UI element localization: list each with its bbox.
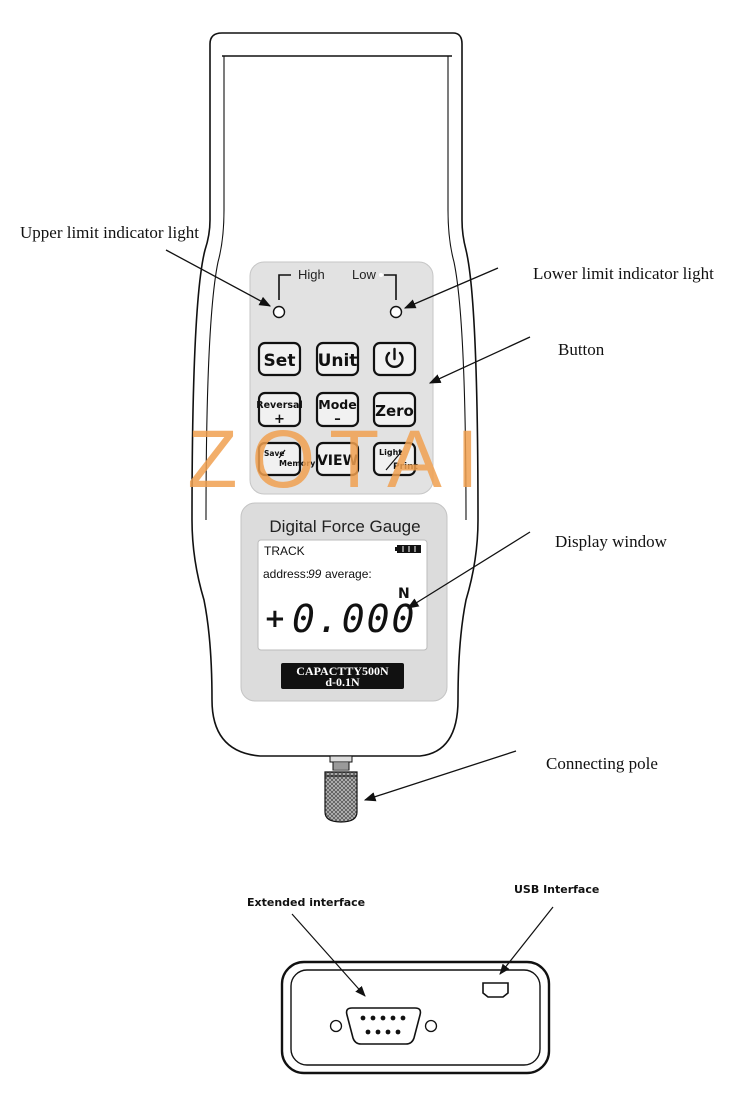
leader-upper-limit [165,249,272,307]
leader-usb-interface [499,906,554,975]
lcd-unit: N [398,586,410,602]
gauge-body: High Low Set Unit Reversal + [191,32,479,757]
callout-button: Button [558,340,605,359]
usb-port-icon [482,982,509,998]
bottom-view: Extended interface USB Interface [247,883,599,1075]
svg-text:Light: Light [379,448,402,457]
svg-text:VIEW: VIEW [317,453,358,469]
low-label-dot [379,273,383,277]
lcd-mode: TRACK [264,544,305,558]
power-icon [385,347,404,368]
svg-text:Set: Set [264,351,296,371]
svg-text:Print: Print [393,462,419,472]
view-button[interactable]: VIEW [315,441,360,477]
zero-button[interactable]: Zero [372,391,417,428]
high-bracket [278,274,291,300]
lcd-screen [257,539,428,651]
lcd-reading: 0.000 [292,597,416,641]
callout-display-window: Display window [555,532,668,551]
light-print-button[interactable]: Light Print [372,441,419,477]
svg-text:Mode: Mode [318,397,356,412]
svg-text:Memory: Memory [279,459,316,468]
svg-text:–: – [334,412,341,427]
leader-display-window [407,531,531,609]
low-label: Low [352,267,376,282]
svg-text:Unit: Unit [318,351,358,371]
upper-limit-light [272,305,286,319]
set-button[interactable]: Set [257,341,302,377]
housing-left-contour [205,56,225,521]
leader-extended-interface [291,913,366,997]
lcd-address-label: address: [263,567,309,581]
power-button[interactable] [372,341,417,377]
lcd-sign: + [264,604,286,634]
svg-text:+: + [274,412,285,427]
battery-icon [395,545,421,553]
capacity-line1: CAPACTTY500N [296,664,389,678]
device-title: Digital Force Gauge [269,517,420,536]
svg-text:Save: Save [264,449,284,458]
lcd-average-label: average: [325,567,372,581]
svg-text:Zero: Zero [375,402,414,420]
capacity-line2: d-0.1N [325,675,360,689]
high-label: High [298,267,325,282]
lower-limit-light [389,305,403,319]
leader-button [428,336,531,384]
leader-connecting-pole [363,750,517,802]
svg-text:Reversal: Reversal [256,400,302,411]
connecting-pole [324,755,358,823]
watermark-logo: ZOTAI [187,414,492,505]
reversal-button[interactable]: Reversal + [256,391,303,428]
bottom-housing-inner [290,969,541,1066]
callout-extended-interface: Extended interface [247,896,365,909]
lcd-address-value: 99 [308,567,322,581]
low-bracket [384,274,397,300]
callout-upper-limit: Upper limit indicator light [20,223,199,242]
callout-lower-limit: Lower limit indicator light [533,264,714,283]
leader-lower-limit [403,267,499,309]
unit-button[interactable]: Unit [315,341,360,377]
mode-button[interactable]: Mode – [315,391,360,428]
save-memory-button[interactable]: Save Memory [257,441,316,477]
capacity-plate [281,663,404,689]
db9-connector-icon [329,1007,438,1045]
housing-right-contour [447,56,467,521]
callout-connecting-pole: Connecting pole [546,754,658,773]
callout-usb-interface: USB Interface [514,883,599,896]
